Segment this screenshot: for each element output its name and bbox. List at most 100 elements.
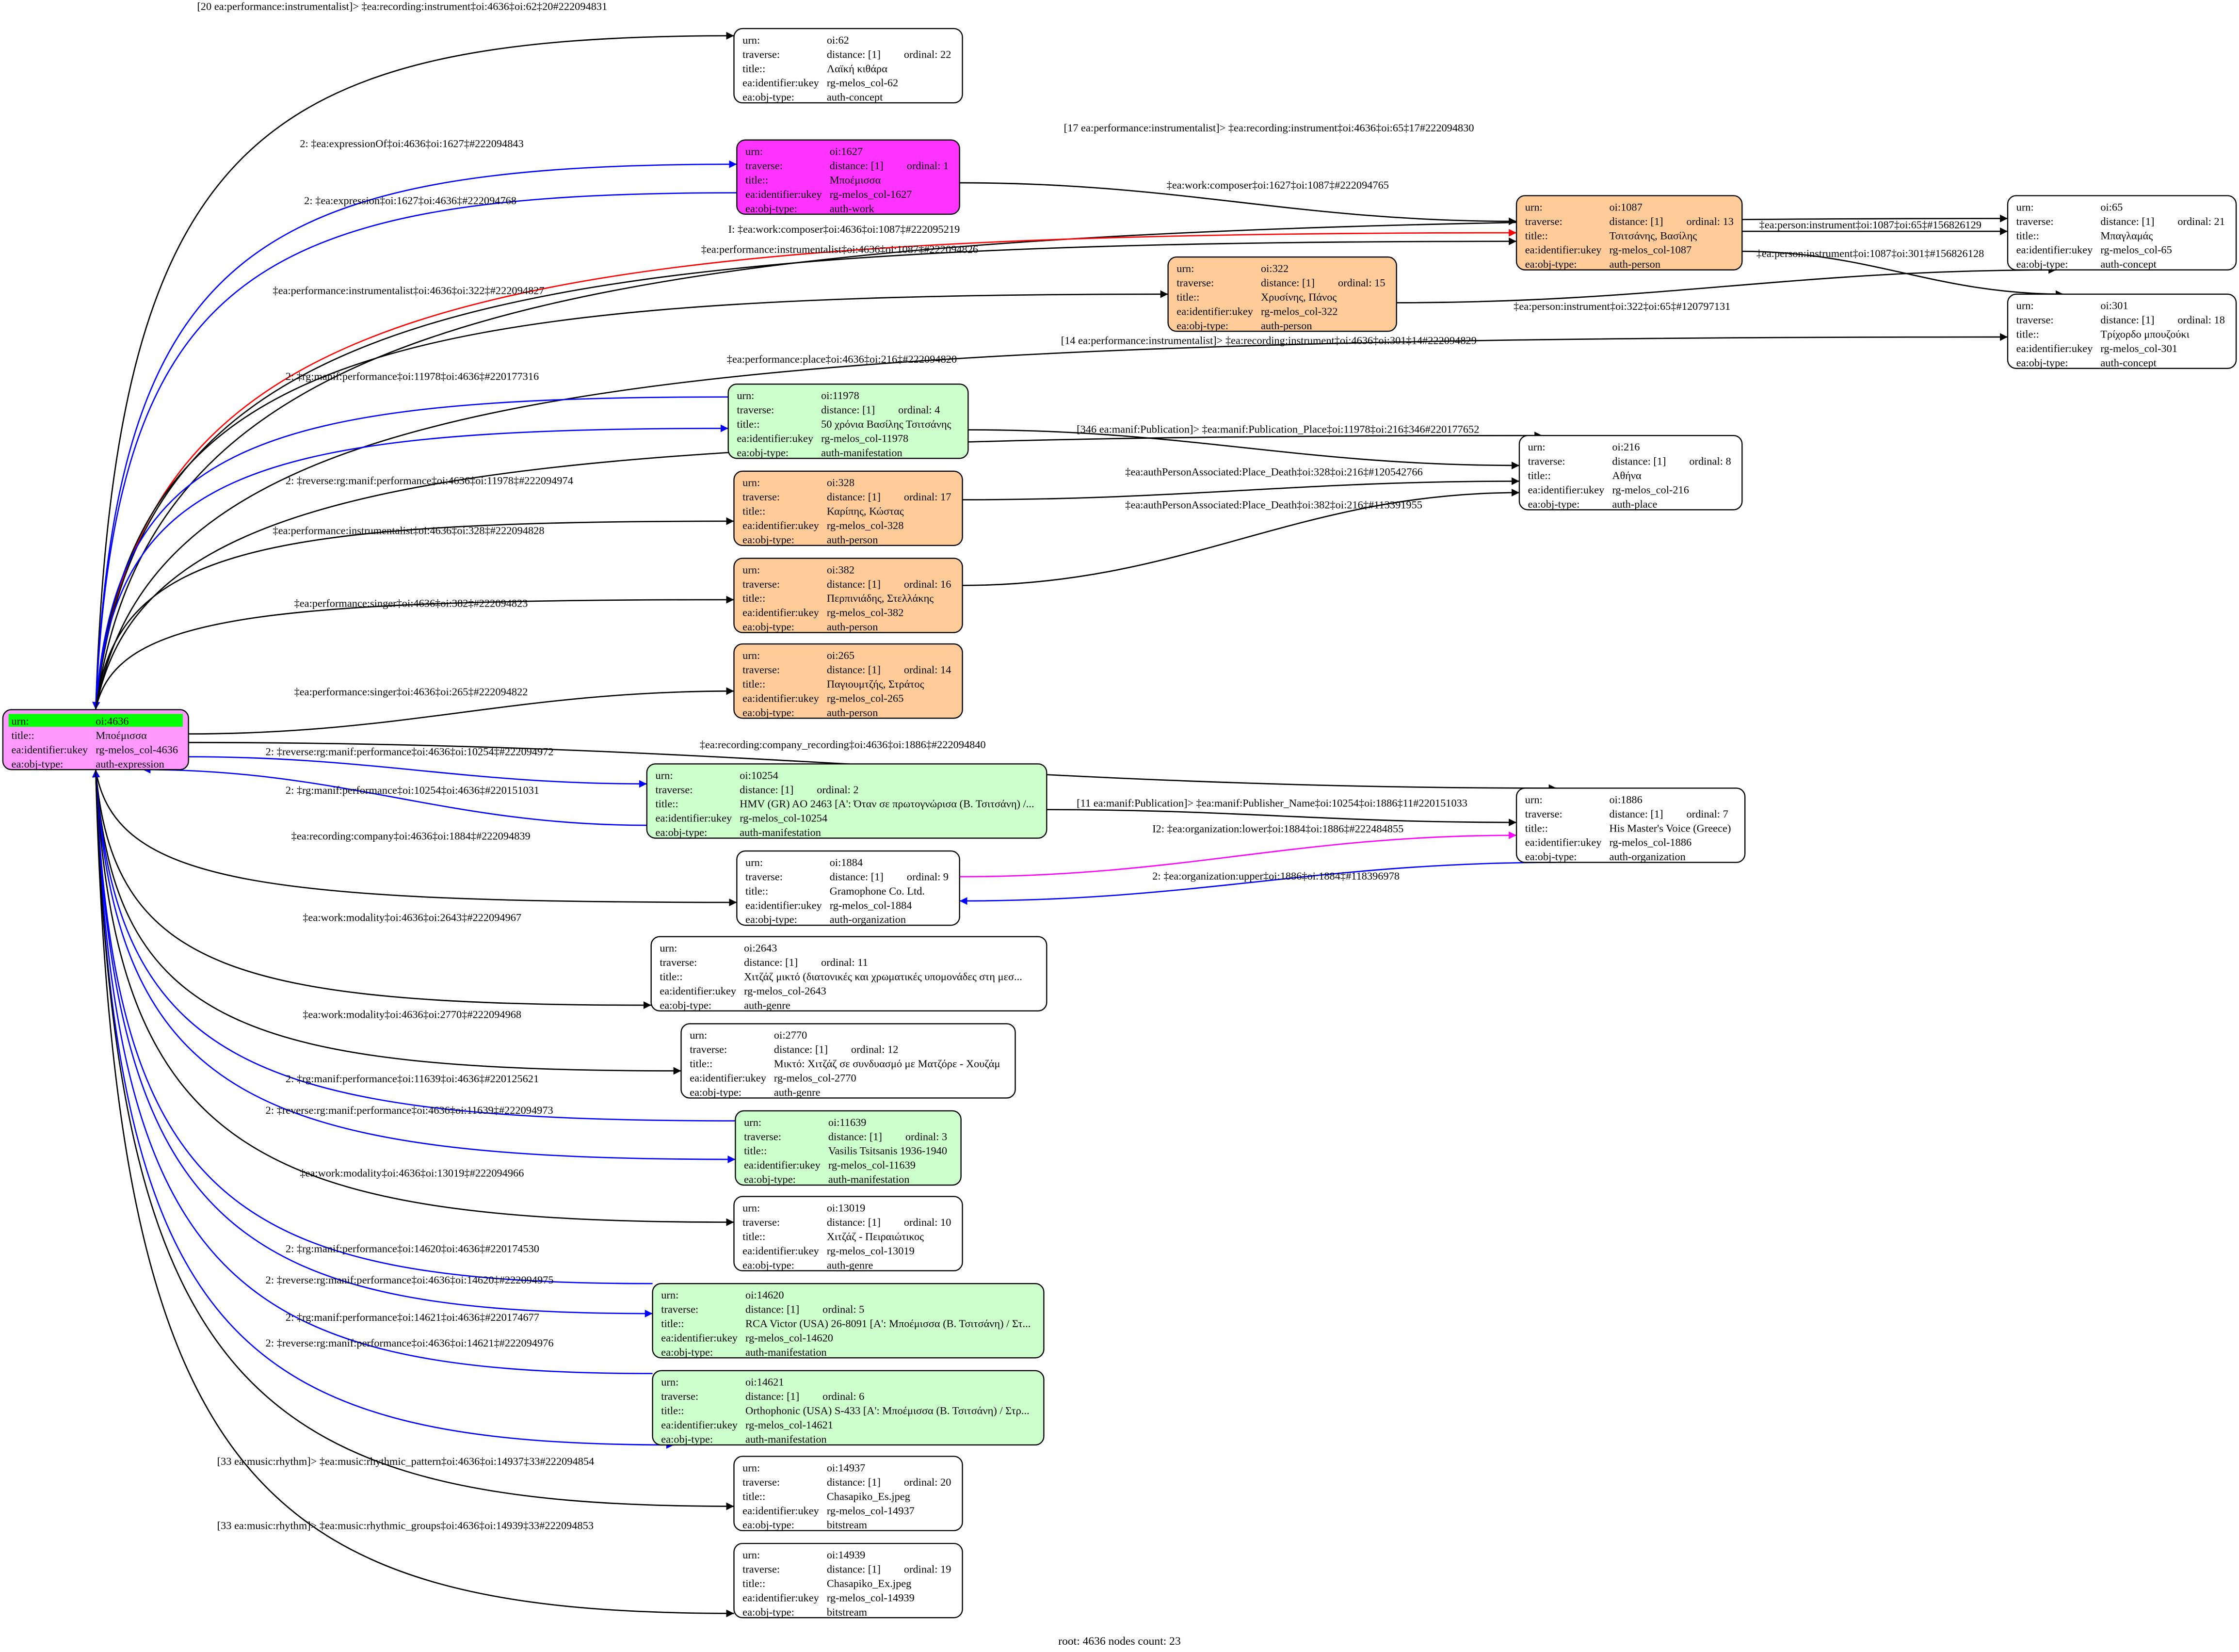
root-urn-highlight (8, 714, 183, 727)
edge-line (95, 32, 734, 710)
field-label-urn: urn: (656, 769, 673, 781)
field-label-traverse: traverse: (2016, 314, 2054, 326)
edge-line (95, 769, 737, 906)
field-value-distance: distance: [1] (1609, 215, 1663, 227)
field-value-title: Chasapiko_Ex.jpeg (827, 1577, 911, 1589)
edge-line (188, 687, 734, 735)
field-value-ordinal: ordinal: 22 (904, 48, 951, 60)
field-value-urn: oi:216 (1612, 441, 1640, 453)
field-value-ordinal: ordinal: 11 (821, 956, 868, 968)
edge-line (95, 770, 734, 1226)
field-value-distance: distance: [1] (827, 48, 881, 60)
edge-line (968, 429, 1519, 469)
field-value-type: auth-person (827, 706, 878, 719)
edge-label: [33 ea:music:rhythm]> ‡ea:music:rhythmic… (217, 1455, 595, 1467)
field-label-ukey: ea:identifier:ukey (1528, 483, 1605, 496)
field-label-ukey: ea:identifier:ukey (742, 1505, 820, 1517)
edge-11978-4636: 2: ‡rg:manif:performance‡oi:11978‡oi:463… (92, 370, 728, 710)
field-value-title: His Master's Voice (Greece) (1609, 822, 1731, 834)
field-value-distance: distance: [1] (821, 404, 875, 416)
field-label-title: title:: (1525, 229, 1548, 241)
edge-label: [20 ea:performance:instrumentalist]> ‡ea… (197, 0, 607, 13)
field-label-traverse: traverse: (2016, 215, 2054, 227)
field-label-type: ea:obj-type: (1525, 258, 1577, 270)
node-box (680, 1023, 1016, 1099)
field-value-urn: oi:265 (827, 649, 854, 661)
field-value-title: Χρυσίνης, Πάνος (1261, 291, 1337, 303)
field-label-title: title:: (737, 418, 759, 430)
edge-line (95, 160, 737, 710)
field-value-type: auth-place (1612, 498, 1657, 510)
edge-label: ‡ea:work:composer‡oi:1627‡oi:1087‡#22209… (1167, 179, 1389, 191)
edge-label: ‡ea:person:instrument‡oi:322‡oi:65‡#1207… (1514, 300, 1730, 312)
field-value-type: auth-manifestation (821, 447, 902, 459)
node-4636[interactable]: urn:oi:4636title::Μποέμισσαea:identifier… (2, 709, 189, 770)
edge-line (92, 770, 653, 1284)
field-label-urn: urn: (742, 477, 760, 489)
node-box (650, 936, 1047, 1011)
field-label-ukey: ea:identifier:ukey (661, 1331, 738, 1344)
node-box (733, 1542, 963, 1619)
field-value-type: bitstream (827, 1606, 868, 1618)
field-value-urn: oi:1886 (1609, 793, 1642, 805)
edge-label: ‡ea:work:modality‡oi:4636‡oi:2770‡#22209… (303, 1009, 521, 1021)
edge-line (95, 770, 653, 1317)
field-value-ukey: rg-melos_col-265 (827, 692, 904, 704)
edge-1087-65: ‡ea:person:instrument‡oi:1087‡oi:65‡#156… (1742, 219, 2008, 236)
field-label-urn: urn: (2016, 201, 2034, 213)
edge-4636-328: ‡ea:performance:instrumentalist‡oi:4636‡… (95, 517, 734, 710)
edge-label: 2: ‡rg:manif:performance‡oi:11639‡oi:463… (286, 1073, 539, 1085)
edge-label: 2: ‡reverse:rg:manif:performance‡oi:4636… (266, 1104, 553, 1116)
field-label-traverse: traverse: (745, 870, 783, 882)
field-value-type: auth-concept (2100, 356, 2157, 369)
field-value-type: auth-organization (1609, 850, 1685, 863)
edge-line (95, 770, 681, 1075)
edge-label: 2: ‡rg:manif:performance‡oi:10254‡oi:463… (286, 784, 539, 796)
field-value-title: Orthophonic (USA) S-433 [A': Μποέμισσα (… (745, 1405, 1030, 1417)
field-label-title: title:: (742, 592, 765, 604)
node-box (1167, 256, 1397, 332)
field-value-ukey: rg-melos_col-14621 (745, 1419, 833, 1431)
edge-line (95, 770, 736, 1163)
field-label-type: ea:obj-type: (745, 202, 797, 214)
field-label-ukey: ea:identifier:ukey (742, 692, 820, 704)
field-value-title: Μικτό: Χιτζάζ σε συνδυασμό με Ματζόρε - … (774, 1058, 1000, 1070)
field-label-type: ea:obj-type: (660, 999, 711, 1011)
field-value-ordinal: ordinal: 10 (904, 1216, 951, 1228)
edge-label: [17 ea:performance:instrumentalist]> ‡ea… (1064, 122, 1474, 134)
field-value-type: auth-concept (827, 91, 883, 103)
field-value-urn: oi:10254 (740, 769, 778, 781)
field-value-ukey: rg-melos_col-11978 (821, 432, 908, 444)
field-value-distance: distance: [1] (744, 956, 798, 968)
field-value-urn: oi:11639 (828, 1116, 867, 1128)
edge-label: 2: ‡rg:manif:performance‡oi:11978‡oi:463… (286, 370, 539, 382)
field-value-ordinal: ordinal: 21 (2177, 215, 2225, 227)
edge-label: ‡ea:recording:company‡oi:4636‡oi:1884‡#2… (291, 830, 531, 842)
field-label-type: ea:obj-type: (690, 1086, 741, 1098)
field-value-distance: distance: [1] (830, 870, 884, 882)
field-value-distance: distance: [1] (827, 1563, 881, 1575)
edge-line (95, 595, 734, 710)
